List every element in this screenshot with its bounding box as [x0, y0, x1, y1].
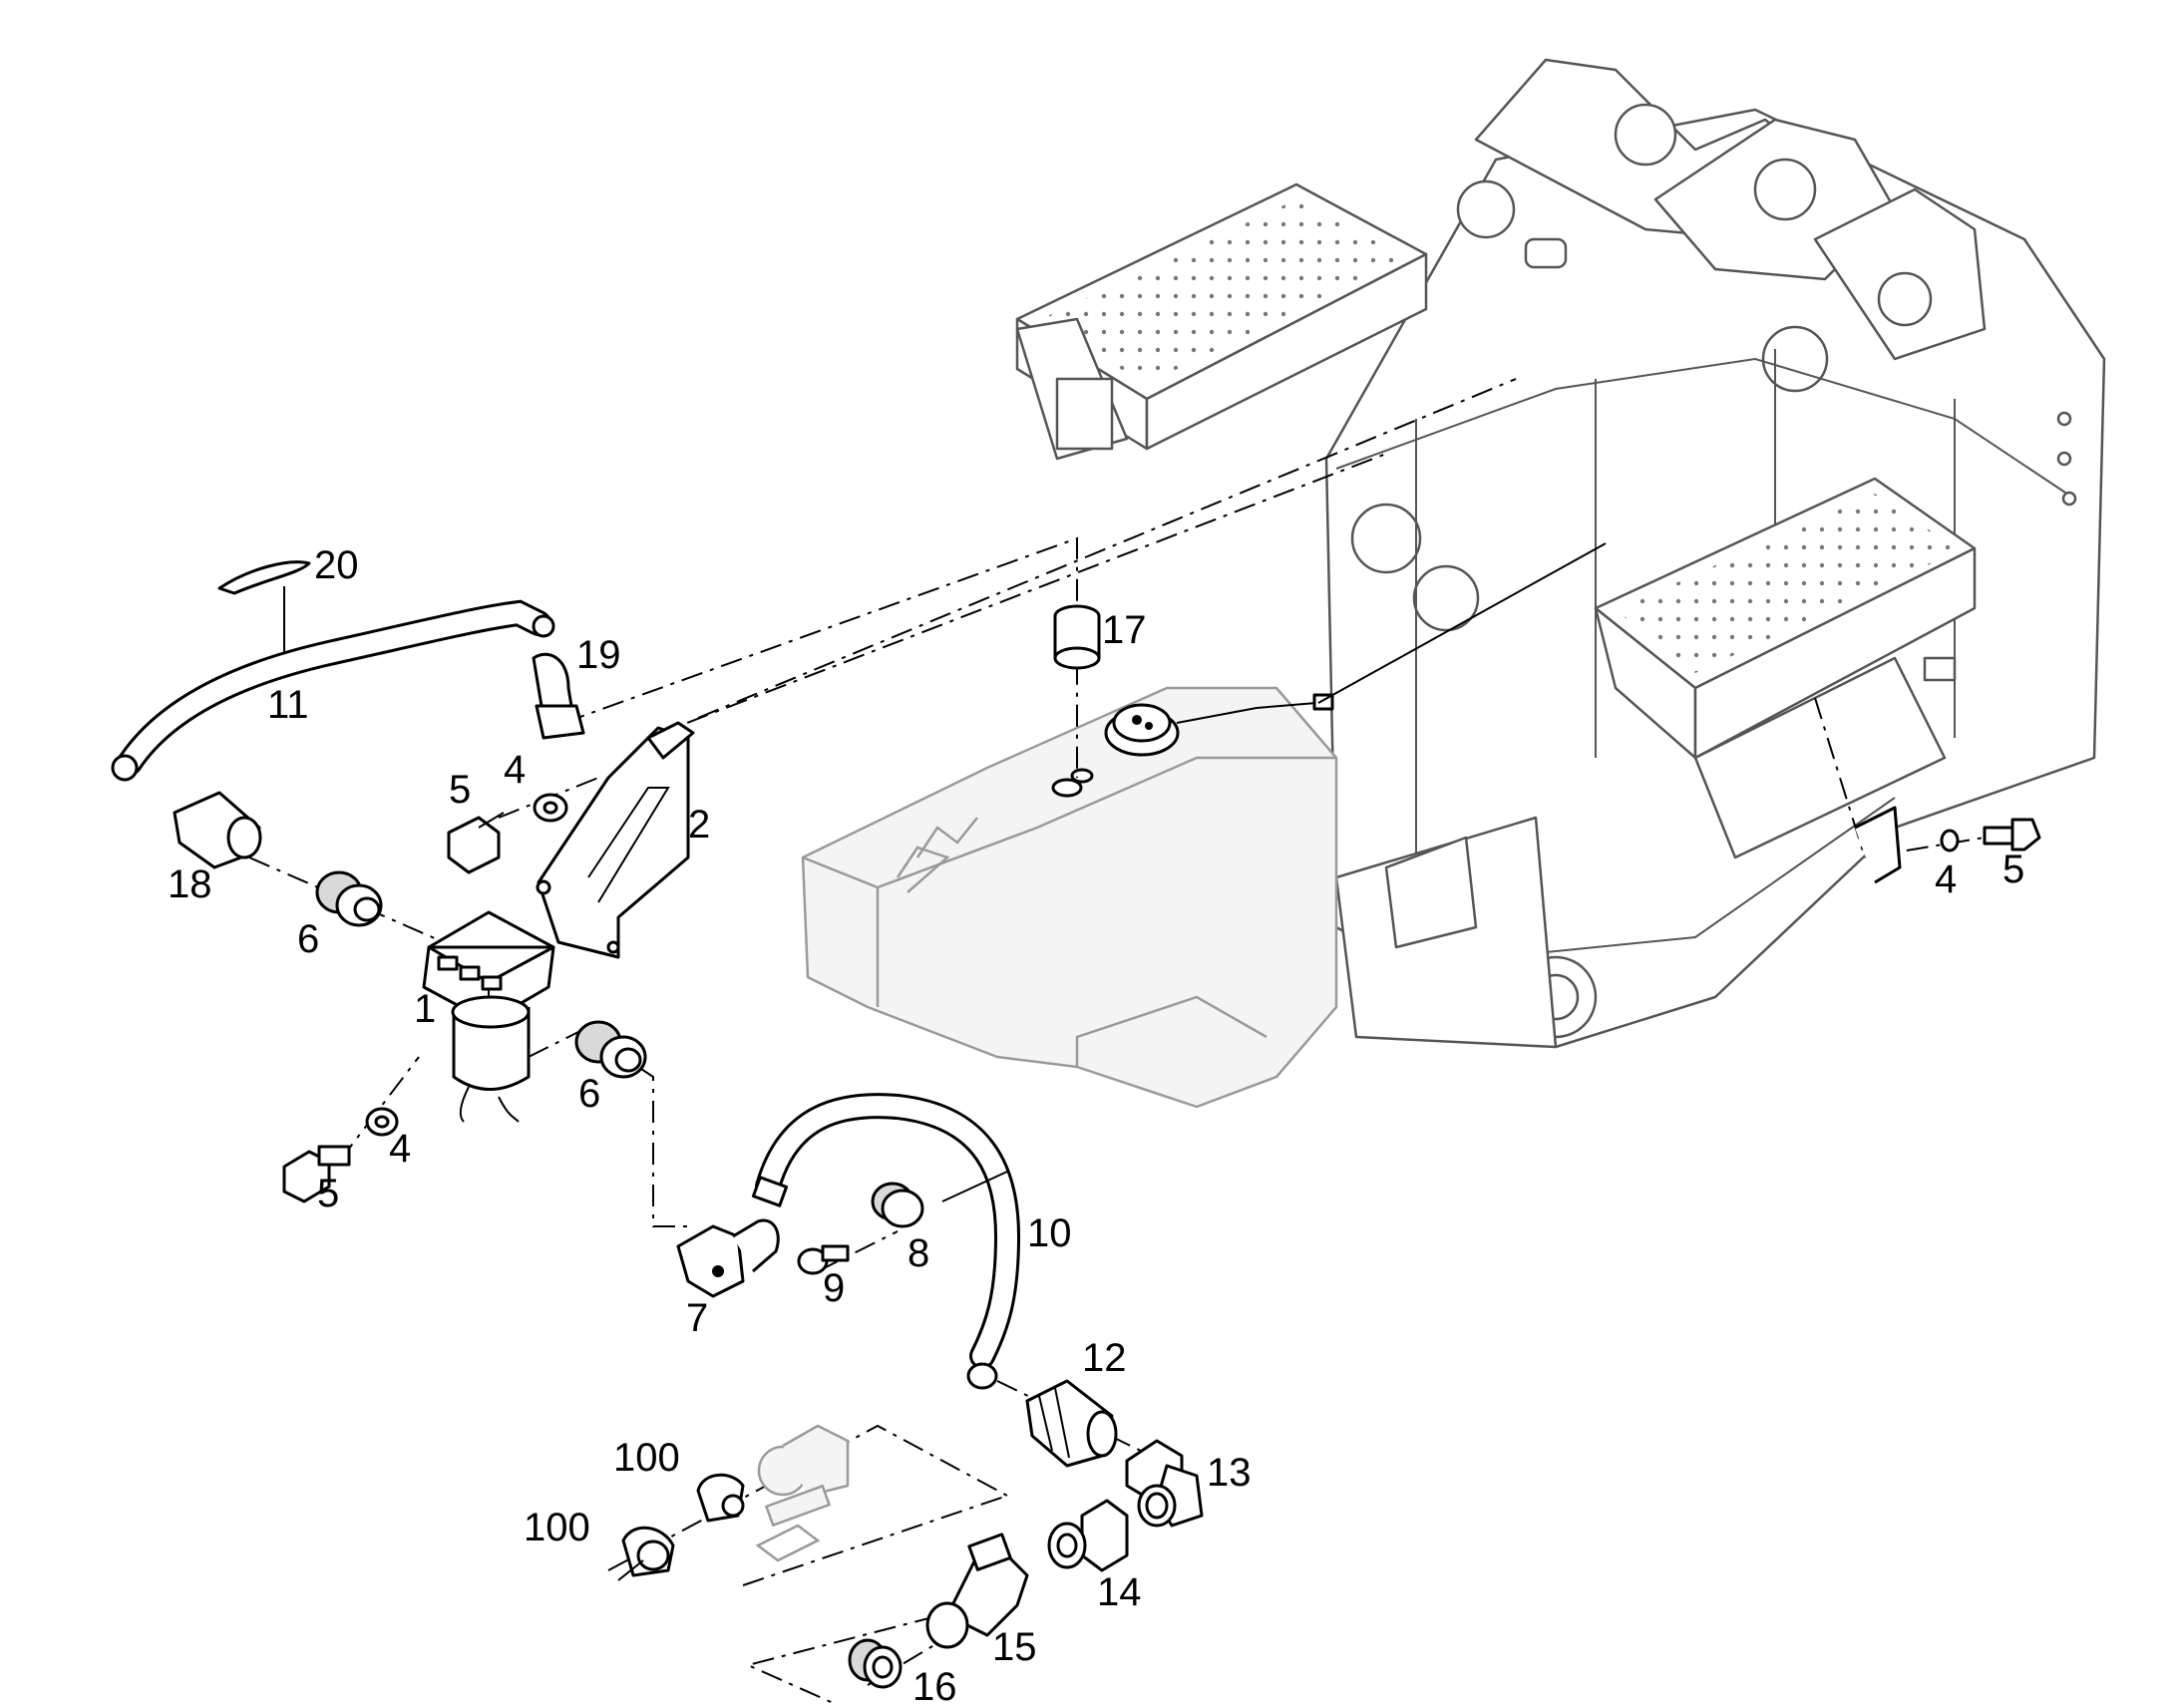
callout-4a: 4	[504, 748, 526, 792]
cable-tie[interactable]	[217, 560, 311, 658]
callout-11: 11	[267, 683, 309, 727]
washer-4-right[interactable]	[1940, 829, 1960, 853]
callout-18: 18	[168, 862, 212, 906]
callout-5c: 5	[2002, 848, 2024, 891]
callout-14: 14	[1097, 1570, 1142, 1614]
bolt-5-top[interactable]	[447, 812, 505, 874]
part-callouts: 1 2 4 4 4 5 5 5 6 6 7 8 9 10 11 12 13 14…	[168, 543, 2024, 1708]
fitting-6-upper[interactable]	[315, 870, 383, 927]
callout-4b: 4	[389, 1127, 411, 1171]
callout-17: 17	[1102, 608, 1147, 652]
fuel-filter[interactable]	[422, 910, 555, 1123]
callout-5a: 5	[449, 768, 471, 812]
machine-frame	[1015, 58, 2106, 1049]
fuel-tank	[801, 686, 1338, 1109]
callout-15: 15	[992, 1625, 1037, 1669]
bolt-5-right[interactable]	[1983, 818, 2041, 852]
callout-8: 8	[908, 1231, 929, 1275]
washer-4-top[interactable]	[533, 793, 568, 823]
callout-13: 13	[1207, 1451, 1252, 1495]
fitting-14[interactable]	[1047, 1499, 1129, 1572]
screw-9[interactable]	[797, 1244, 850, 1275]
dust-cap-100-upper[interactable]	[696, 1473, 745, 1523]
fuel-hose-11[interactable]	[111, 599, 555, 782]
coupling-18[interactable]	[173, 791, 262, 869]
dust-cap-100-lower[interactable]	[617, 1526, 675, 1581]
callout-20: 20	[314, 543, 359, 587]
fitting-16[interactable]	[848, 1638, 903, 1689]
callout-6a: 6	[297, 917, 319, 961]
elbow-fitting-19[interactable]	[532, 652, 585, 740]
callout-12: 12	[1082, 1336, 1127, 1380]
fitting-17[interactable]	[1053, 604, 1101, 670]
fuel-hose-10[interactable]	[751, 1093, 1021, 1390]
valve-15[interactable]	[925, 1533, 1029, 1649]
quick-coupler-assembly[interactable]	[755, 1424, 850, 1562]
elbow-fitting-13[interactable]	[1125, 1439, 1204, 1528]
hose-clamp-8[interactable]	[871, 1182, 924, 1228]
callout-6b: 6	[578, 1072, 600, 1116]
callout-4c: 4	[1935, 857, 1957, 901]
callout-7: 7	[686, 1296, 708, 1340]
fitting-6-lower[interactable]	[574, 1020, 647, 1079]
callout-5b: 5	[317, 1172, 339, 1215]
callout-2: 2	[688, 803, 710, 847]
callout-100a: 100	[613, 1436, 680, 1480]
callout-1: 1	[414, 987, 436, 1031]
callout-10: 10	[1027, 1211, 1072, 1255]
fitting-12[interactable]	[1025, 1379, 1118, 1468]
washer-4-lower[interactable]	[365, 1107, 399, 1137]
bracket-clip-right[interactable]	[1854, 806, 1902, 884]
elbow-fitting-7[interactable]	[676, 1218, 780, 1298]
callout-16: 16	[912, 1665, 957, 1708]
callout-9: 9	[823, 1266, 845, 1310]
callout-100b: 100	[524, 1506, 590, 1549]
bolt-5-lower[interactable]	[282, 1145, 351, 1203]
callout-19: 19	[576, 633, 621, 677]
filter-bracket[interactable]	[536, 721, 695, 959]
callout-leaders	[941, 542, 1607, 1202]
